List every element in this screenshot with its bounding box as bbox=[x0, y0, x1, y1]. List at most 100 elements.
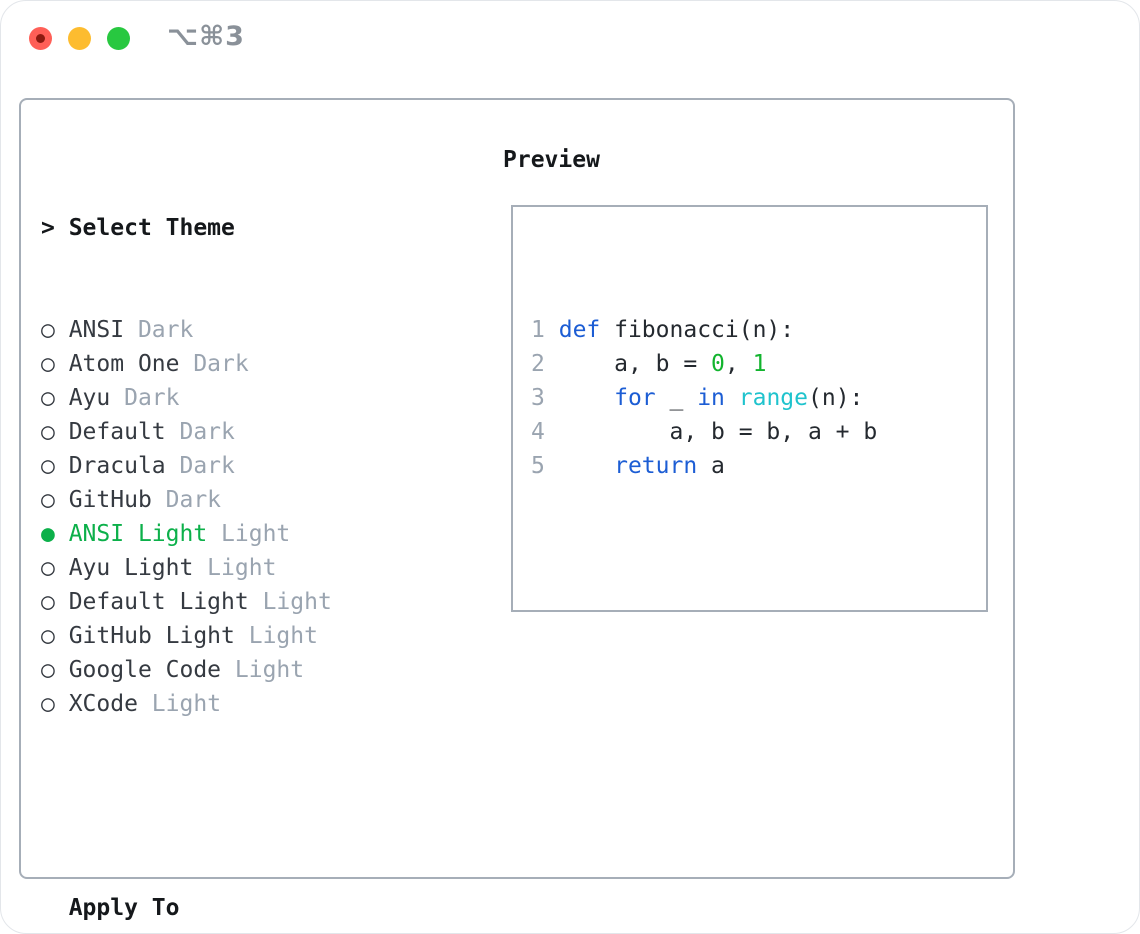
close-button[interactable] bbox=[29, 27, 52, 50]
spacer bbox=[41, 789, 443, 823]
theme-variant: Light bbox=[193, 555, 277, 581]
line-number: 5 bbox=[531, 453, 545, 479]
code-token-keyword: for bbox=[614, 385, 656, 411]
code-token-builtin: range bbox=[738, 385, 809, 411]
radio-unselected-icon: ○ bbox=[41, 351, 69, 377]
line-number: 4 bbox=[531, 419, 545, 445]
theme-variant: Light bbox=[234, 623, 318, 649]
code-line: 1 def fibonacci(n): bbox=[531, 313, 986, 347]
code-gap bbox=[545, 419, 559, 445]
theme-variant: Light bbox=[137, 691, 222, 717]
theme-option-ayu[interactable]: ○ Ayu Dark bbox=[41, 381, 443, 415]
blank-line bbox=[531, 551, 986, 585]
code-line: 4 a, b = b, a + b bbox=[531, 415, 986, 449]
theme-name: Ayu bbox=[68, 385, 111, 411]
code-token-plain: (n): bbox=[808, 385, 864, 411]
theme-option-github-light[interactable]: ○ GitHub Light Light bbox=[41, 619, 443, 653]
apply-to-header: Apply To bbox=[41, 891, 443, 925]
code-line: 5 return a bbox=[531, 449, 986, 483]
code-line: 2 a, b = 0, 1 bbox=[531, 347, 986, 381]
preview-header: Preview bbox=[503, 147, 600, 173]
line-number: 3 bbox=[531, 385, 545, 411]
radio-unselected-icon: ○ bbox=[41, 317, 69, 343]
theme-name: Atom One bbox=[68, 351, 180, 377]
theme-list-header: > Select Theme bbox=[41, 211, 443, 245]
radio-unselected-icon: ○ bbox=[41, 589, 69, 615]
code-gap bbox=[545, 453, 559, 479]
theme-list: ○ ANSI Dark○ Atom One Dark○ Ayu Dark○ De… bbox=[41, 313, 443, 721]
theme-option-default-light[interactable]: ○ Default Light Light bbox=[41, 585, 443, 619]
theme-variant: Dark bbox=[165, 419, 235, 445]
code-token-plain bbox=[559, 453, 614, 479]
theme-variant: Dark bbox=[165, 453, 235, 479]
radio-unselected-icon: ○ bbox=[41, 691, 69, 717]
radio-unselected-icon: ○ bbox=[41, 453, 69, 479]
theme-name: Dracula bbox=[68, 453, 166, 479]
theme-option-dracula[interactable]: ○ Dracula Dark bbox=[41, 449, 443, 483]
left-column: > Select Theme ○ ANSI Dark○ Atom One Dar… bbox=[41, 143, 443, 933]
code-token-plain: a, b = bbox=[558, 351, 712, 377]
radio-unselected-icon: ○ bbox=[41, 487, 69, 513]
radio-selected-icon: ● bbox=[41, 521, 69, 547]
line-number: 2 bbox=[531, 351, 545, 377]
code-token-keyword: in bbox=[697, 385, 725, 411]
code-token-plain bbox=[559, 385, 614, 411]
apply-to-header-label: Apply To bbox=[68, 895, 180, 921]
theme-option-atom-one[interactable]: ○ Atom One Dark bbox=[41, 347, 443, 381]
theme-variant: Dark bbox=[110, 385, 180, 411]
radio-unselected-icon: ○ bbox=[41, 385, 69, 411]
theme-option-ansi-light[interactable]: ● ANSI Light Light bbox=[41, 517, 443, 551]
code-token-plain: a bbox=[697, 453, 725, 479]
code-token-keyword: def bbox=[558, 317, 601, 343]
theme-name: Default Light bbox=[68, 589, 249, 615]
theme-name: ANSI bbox=[68, 317, 125, 343]
code-token-plain: fibonacci(n): bbox=[600, 317, 795, 343]
theme-name: GitHub bbox=[68, 487, 152, 513]
radio-unselected-icon: ○ bbox=[41, 623, 69, 649]
theme-variant: Dark bbox=[124, 317, 194, 343]
window-title-shortcut: ⌥⌘3 bbox=[167, 21, 245, 52]
radio-unselected-icon: ○ bbox=[41, 555, 69, 581]
theme-variant: Light bbox=[221, 657, 305, 683]
radio-unselected-icon: ○ bbox=[41, 657, 69, 683]
theme-option-ansi[interactable]: ○ ANSI Dark bbox=[41, 313, 443, 347]
line-number: 1 bbox=[531, 317, 545, 343]
unsaved-dot-icon bbox=[36, 34, 45, 43]
theme-name: Default bbox=[68, 419, 166, 445]
theme-variant: Light bbox=[248, 589, 332, 615]
theme-option-default[interactable]: ○ Default Dark bbox=[41, 415, 443, 449]
code-line: 3 for _ in range(n): bbox=[531, 381, 986, 415]
theme-list-header-label: Select Theme bbox=[68, 215, 235, 241]
theme-name: ANSI Light bbox=[68, 521, 208, 547]
maximize-button[interactable] bbox=[107, 27, 130, 50]
theme-option-xcode[interactable]: ○ XCode Light bbox=[41, 687, 443, 721]
radio-unselected-icon: ○ bbox=[41, 419, 69, 445]
theme-variant: Dark bbox=[151, 487, 222, 513]
minimize-button[interactable] bbox=[68, 27, 91, 50]
theme-option-ayu-light[interactable]: ○ Ayu Light Light bbox=[41, 551, 443, 585]
titlebar bbox=[29, 27, 130, 50]
theme-option-google-code[interactable]: ○ Google Code Light bbox=[41, 653, 443, 687]
theme-name: XCode bbox=[68, 691, 138, 717]
app-frame: > Select Theme ○ ANSI Dark○ Atom One Dar… bbox=[19, 98, 1015, 921]
code-token-keyword: return bbox=[614, 453, 698, 479]
code-token-plain: _ bbox=[655, 385, 698, 411]
code-gap bbox=[545, 385, 559, 411]
theme-variant: Dark bbox=[179, 351, 249, 377]
header-indent bbox=[41, 895, 69, 921]
code-gap bbox=[545, 351, 559, 377]
selection-cursor-icon: > bbox=[41, 215, 69, 241]
theme-name: Google Code bbox=[68, 657, 222, 683]
code-token-plain: a, b = b, a + b bbox=[558, 419, 878, 445]
theme-variant: Light bbox=[207, 521, 291, 547]
code-gap bbox=[545, 317, 559, 343]
code-token-number: 0 bbox=[711, 351, 725, 377]
theme-option-github[interactable]: ○ GitHub Dark bbox=[41, 483, 443, 517]
code-token-plain bbox=[725, 385, 739, 411]
code-token-plain: , bbox=[724, 351, 753, 377]
code-token-number: 1 bbox=[752, 351, 767, 377]
theme-name: Ayu Light bbox=[68, 555, 194, 581]
